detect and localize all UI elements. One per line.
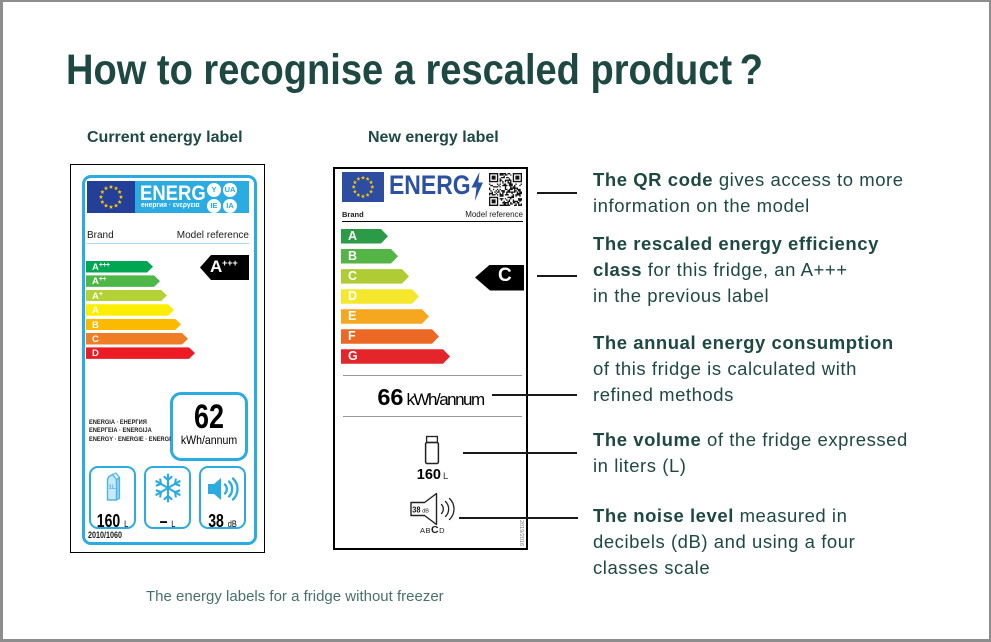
- svg-text:1L: 1L: [108, 485, 115, 491]
- svg-text:38: 38: [412, 505, 421, 514]
- svg-text:dB: dB: [422, 509, 429, 515]
